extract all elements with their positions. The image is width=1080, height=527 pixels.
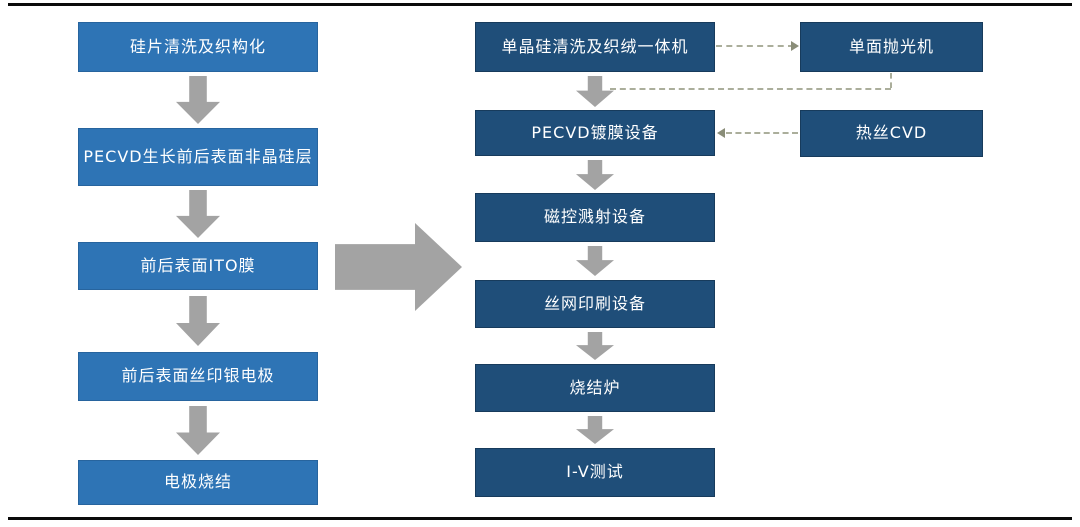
equip-step-label: 烧结炉 bbox=[569, 377, 621, 397]
equip-step-label: PECVD镀膜设备 bbox=[531, 122, 659, 142]
flow-step-label: 电极烧结 bbox=[163, 472, 232, 492]
down-arrow-icon bbox=[176, 406, 220, 455]
top-divider bbox=[8, 3, 1072, 6]
big-right-arrow-icon bbox=[335, 223, 462, 311]
equip-step-cleaning-texturing-machine: 单晶硅清洗及织绒一体机 bbox=[475, 22, 715, 72]
down-arrow-icon bbox=[576, 76, 614, 107]
flow-step-label: 硅片清洗及织构化 bbox=[129, 36, 266, 56]
dashed-arrowhead-right-icon bbox=[791, 41, 799, 51]
equip-step-label: 单晶硅清洗及织绒一体机 bbox=[501, 36, 689, 56]
equip-step-screen-printing: 丝网印刷设备 bbox=[475, 280, 715, 328]
equip-step-iv-test: I-V测试 bbox=[475, 448, 715, 497]
side-equip-single-side-polisher: 单面抛光机 bbox=[800, 22, 983, 72]
dashed-connector-return-horizontal bbox=[610, 88, 891, 90]
dashed-arrowhead-left-icon bbox=[717, 128, 725, 138]
flow-step-wafer-clean-texturing: 硅片清洗及织构化 bbox=[78, 22, 318, 72]
side-equip-label: 热丝CVD bbox=[855, 123, 928, 143]
flow-step-electrode-sintering: 电极烧结 bbox=[78, 460, 318, 505]
down-arrow-icon bbox=[176, 190, 220, 238]
equip-step-sintering-furnace: 烧结炉 bbox=[475, 364, 715, 412]
down-arrow-icon bbox=[576, 246, 614, 276]
flow-step-pecvd-amorphous-layer: PECVD生长前后表面非晶硅层 bbox=[78, 128, 318, 186]
dashed-connector-from-hotwire-cvd bbox=[726, 132, 798, 134]
equip-step-magnetron-sputtering: 磁控溅射设备 bbox=[475, 193, 715, 242]
dashed-connector-return-vertical bbox=[890, 73, 892, 88]
equip-step-label: I-V测试 bbox=[566, 462, 624, 482]
flow-step-label: 前后表面ITO膜 bbox=[140, 255, 256, 275]
down-arrow-icon bbox=[176, 76, 220, 124]
equip-step-label: 丝网印刷设备 bbox=[543, 293, 646, 313]
flow-step-screen-print-silver: 前后表面丝印银电极 bbox=[78, 352, 318, 401]
flow-step-label: 前后表面丝印银电极 bbox=[121, 366, 275, 386]
flow-step-label: PECVD生长前后表面非晶硅层 bbox=[83, 146, 313, 166]
equip-step-label: 磁控溅射设备 bbox=[543, 207, 646, 227]
flow-step-ito-film: 前后表面ITO膜 bbox=[78, 242, 318, 290]
down-arrow-icon bbox=[576, 416, 614, 444]
bottom-divider bbox=[8, 517, 1072, 520]
down-arrow-icon bbox=[576, 160, 614, 190]
down-arrow-icon bbox=[576, 332, 614, 360]
down-arrow-icon bbox=[176, 296, 220, 346]
dashed-connector-to-polisher bbox=[716, 45, 794, 47]
side-equip-label: 单面抛光机 bbox=[848, 36, 934, 56]
side-equip-hot-wire-cvd: 热丝CVD bbox=[800, 110, 983, 157]
equip-step-pecvd-coating: PECVD镀膜设备 bbox=[475, 110, 715, 156]
